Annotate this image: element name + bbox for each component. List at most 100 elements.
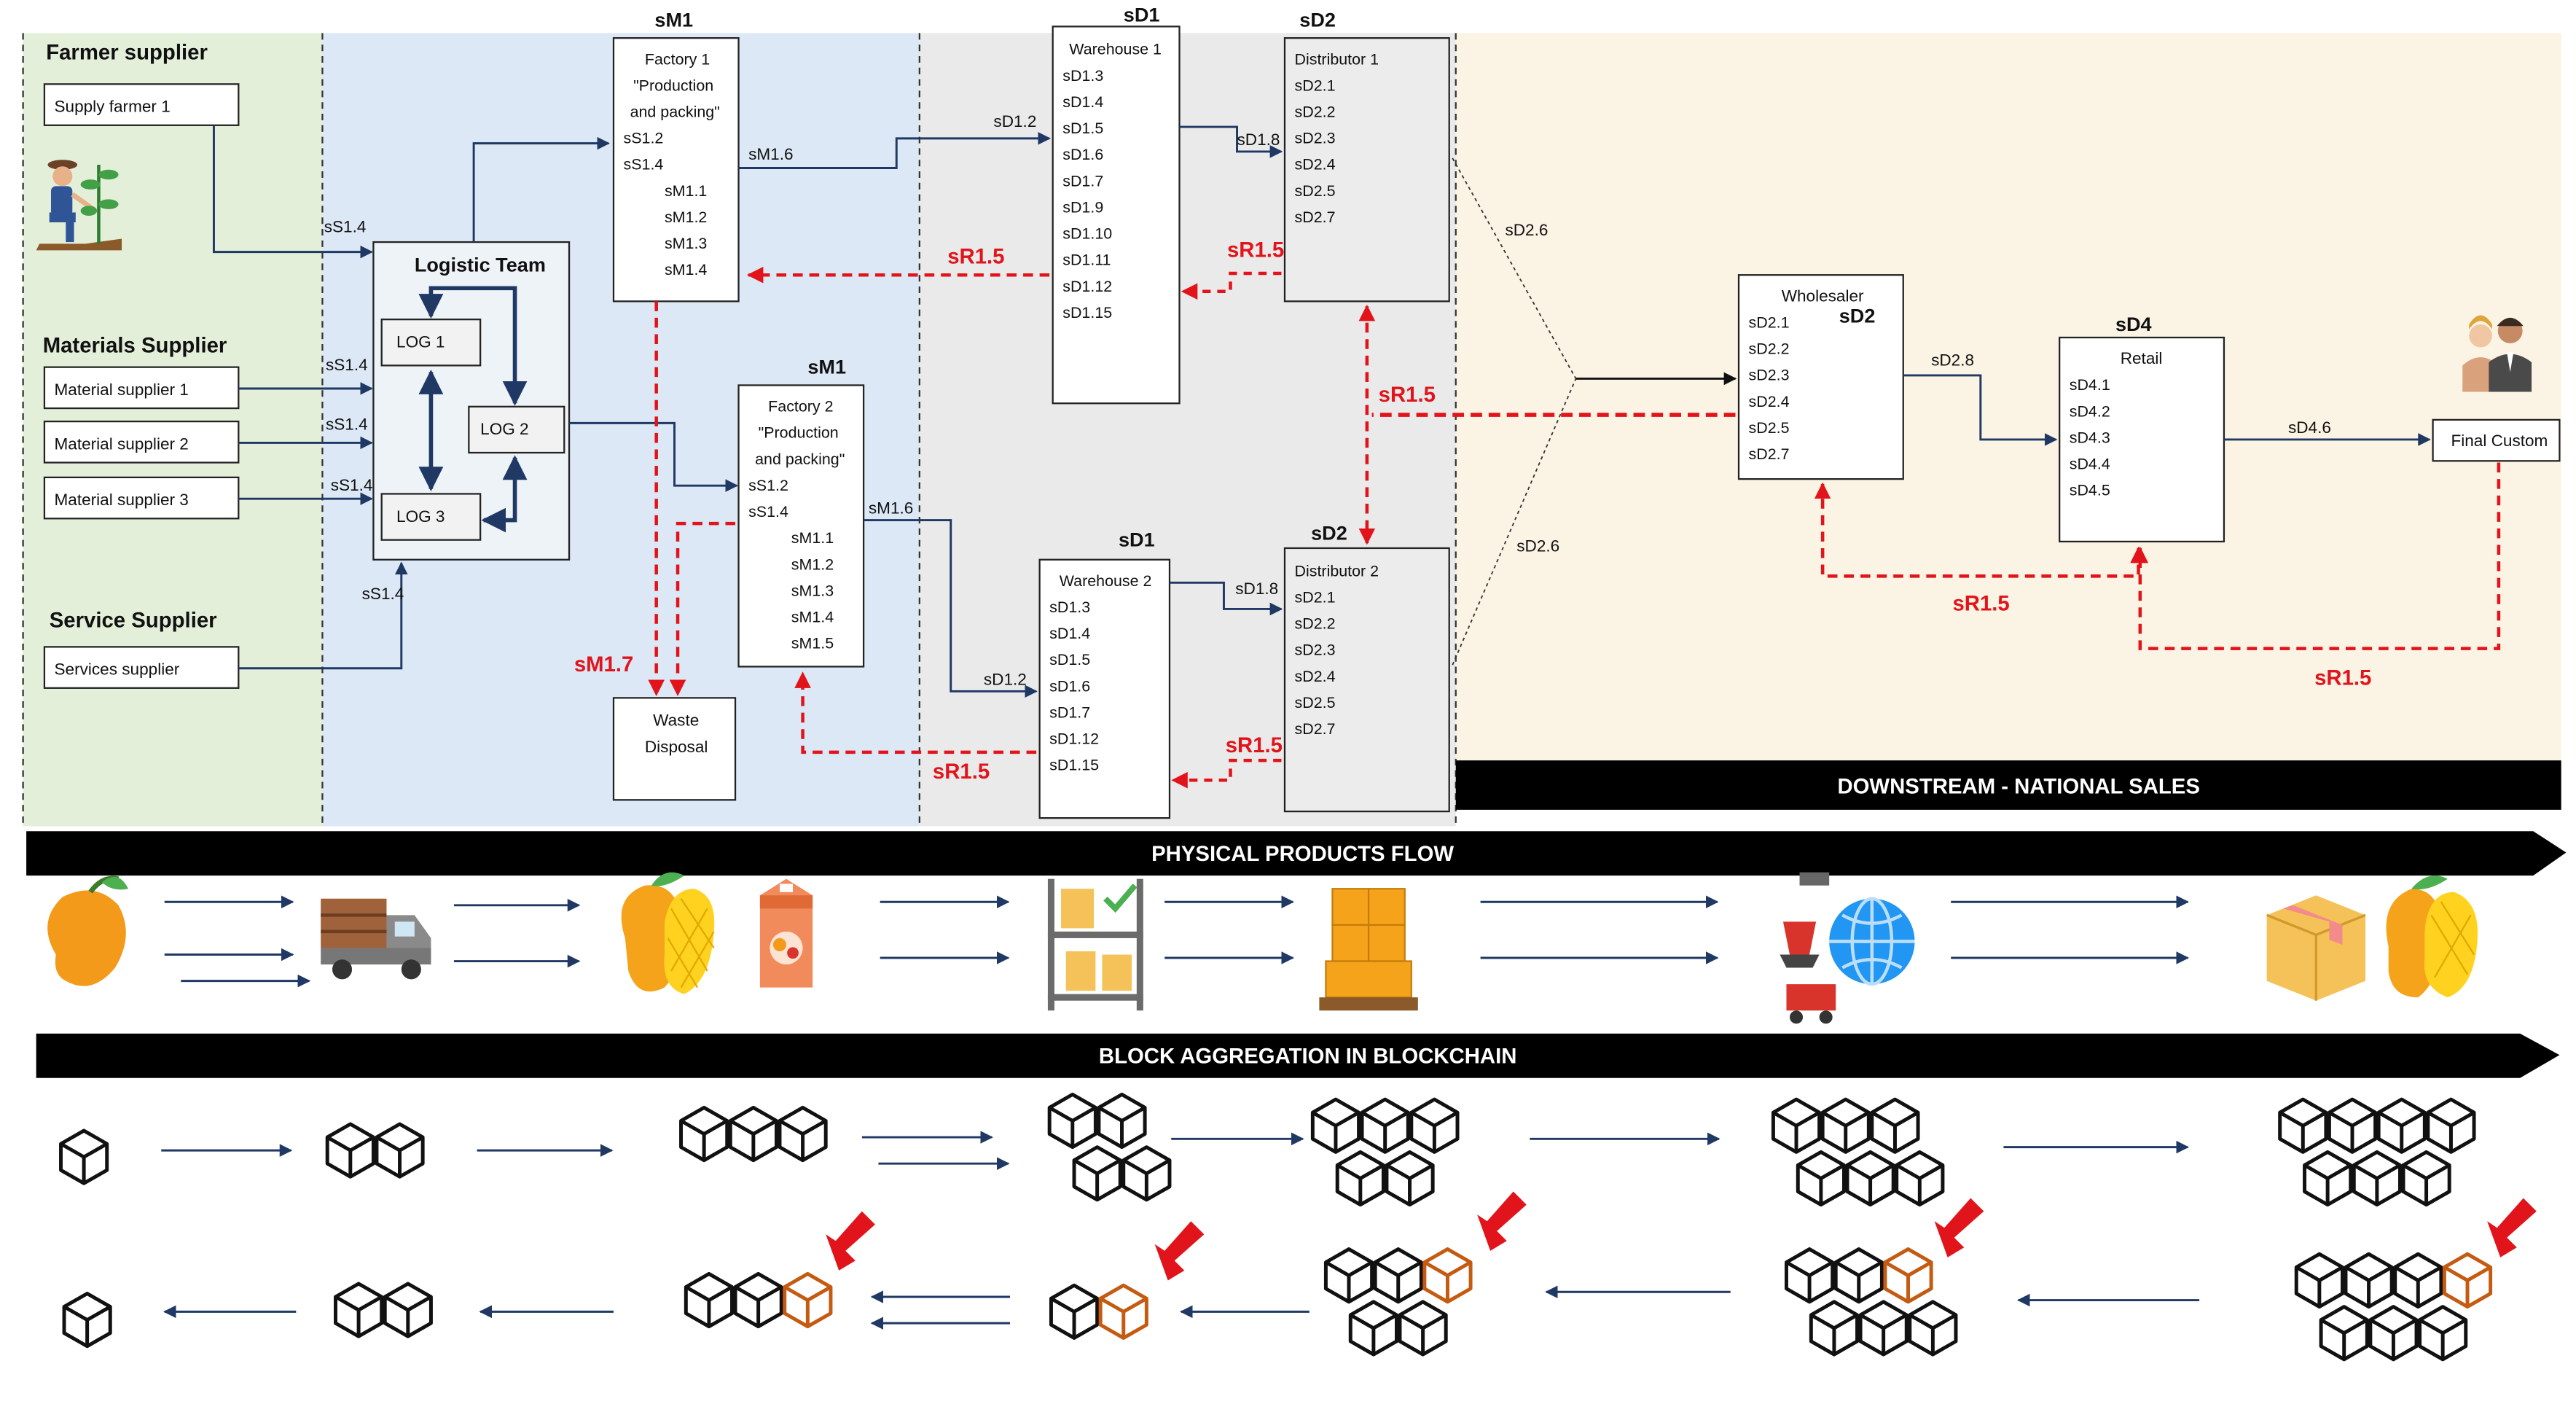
flow-label-sd26-top: sD2.6 <box>1505 221 1548 239</box>
factory1-line-0: Factory 1 <box>645 50 710 68</box>
wholesaler-line-0: sD2.1 <box>1749 313 1790 331</box>
factory2-line-9: sM1.5 <box>791 635 834 652</box>
delivery-truck-icon <box>321 898 431 980</box>
flow-label-ss14-m2: sS1.4 <box>326 415 368 433</box>
block-group-2 <box>327 1124 423 1177</box>
wholesaler-line-4: sD2.5 <box>1749 419 1790 437</box>
block-rev-group-5 <box>1326 1249 1471 1354</box>
factory2-header: sM1 <box>807 356 846 378</box>
wholesaler-line-3: sD2.4 <box>1749 393 1790 410</box>
warehouse1-box <box>1052 26 1181 405</box>
distributor1-line-0: Distributor 1 <box>1295 50 1379 68</box>
flow-label-sr15-c: sR1.5 <box>933 760 990 784</box>
red-pointer-arrow-icon <box>1477 1191 1527 1251</box>
warehouse1-line-10: sD1.15 <box>1062 304 1112 321</box>
factory2-box <box>737 384 865 668</box>
retail-title: Retail <box>2121 349 2163 367</box>
warehouse2-line-0: Warehouse 2 <box>1060 572 1152 590</box>
warehouse1-line-8: sD1.11 <box>1062 251 1111 269</box>
physical-arrows-2 <box>454 898 581 968</box>
flow-label-ss14-m1: sS1.4 <box>326 356 368 374</box>
distributor1-line-6: sD2.7 <box>1295 208 1336 226</box>
flow-label-sd26-bottom: sD2.6 <box>1516 537 1559 555</box>
block-rev-group-7 <box>2296 1254 2490 1359</box>
mango-pair-icon <box>621 872 715 994</box>
waste-disposal-box <box>612 697 737 801</box>
distributor1-line-5: sD2.5 <box>1295 182 1336 200</box>
distributor2-line-4: sD2.4 <box>1295 668 1336 685</box>
material-supplier-3-label: Material supplier 3 <box>54 491 188 509</box>
factory1-line-1: "Production <box>633 77 713 94</box>
factory2-line-4: sS1.4 <box>748 503 788 520</box>
pallet-boxes-icon <box>1319 888 1418 1011</box>
waste-line-1: Disposal <box>645 738 708 756</box>
mango-icon <box>47 875 129 986</box>
services-supplier-label: Services supplier <box>54 660 179 679</box>
factory1-header: sM1 <box>654 8 693 31</box>
flow-label-sm16-top: sM1.6 <box>748 145 793 163</box>
service-supplier-label: Service Supplier <box>50 608 217 632</box>
retail-line-0: sD4.1 <box>2070 376 2110 394</box>
downstream-banner-text: DOWNSTREAM - NATIONAL SALES <box>1837 774 2199 798</box>
warehouse1-line-9: sD1.12 <box>1062 278 1112 295</box>
material-supplier-2-label: Material supplier 2 <box>54 434 188 453</box>
distributor2-header: sD2 <box>1311 522 1347 545</box>
warehouse2-line-7: sD1.15 <box>1049 757 1099 774</box>
log1-label: LOG 1 <box>396 333 445 351</box>
retail-header: sD4 <box>2115 313 2152 335</box>
flow-label-sd12-top: sD1.2 <box>993 112 1036 130</box>
factory1-line-8: sM1.4 <box>665 261 707 278</box>
retail-line-3: sD4.4 <box>2070 456 2110 473</box>
physical-arrows-6 <box>1951 895 2190 964</box>
globe-export-icon <box>1780 872 1915 1024</box>
block-group-1 <box>61 1131 107 1183</box>
wholesaler-box <box>1737 274 1904 480</box>
material-supplier-3-box <box>43 476 240 520</box>
log3-box <box>380 493 482 541</box>
log2-label: LOG 2 <box>480 420 528 438</box>
block-rev-group-2 <box>335 1284 431 1336</box>
factory1-line-3: sS1.2 <box>624 130 664 147</box>
distributor2-line-3: sD2.3 <box>1295 641 1336 659</box>
flow-label-sr15-b: sR1.5 <box>1227 238 1284 262</box>
material-supplier-1-box <box>43 366 240 410</box>
factory2-line-8: sM1.4 <box>791 609 834 626</box>
warehouse-shelf-icon <box>1047 878 1143 1011</box>
logistic-team-title: Logistic Team <box>415 254 546 276</box>
red-pointer-arrow-icon <box>1154 1221 1205 1281</box>
supply-farmer-box <box>43 83 240 126</box>
factory1-box <box>612 37 740 303</box>
wholesaler-code: sD2 <box>1839 305 1876 327</box>
log3-label: LOG 3 <box>396 507 445 526</box>
distributor2-box <box>1283 547 1450 813</box>
warehouse2-line-1: sD1.3 <box>1049 598 1090 616</box>
flow-label-ss14-service: sS1.4 <box>362 585 404 603</box>
wholesaler-line-2: sD2.3 <box>1749 367 1790 384</box>
flow-label-sd46: sD4.6 <box>2288 418 2331 437</box>
flow-label-sm17: sM1.7 <box>574 652 634 676</box>
block-rev-group-3 <box>686 1274 831 1326</box>
wholesaler-line-1: sD2.2 <box>1749 340 1790 358</box>
block-group-4 <box>1049 1094 1170 1199</box>
material-supplier-2-box <box>43 420 240 464</box>
warehouse1-line-0: Warehouse 1 <box>1069 41 1162 58</box>
flow-label-sd18-top: sD1.8 <box>1237 130 1280 149</box>
block-group-6 <box>1773 1099 1943 1204</box>
block-rev-group-1 <box>64 1294 110 1346</box>
warehouse2-box <box>1038 558 1171 819</box>
flow-label-sd12-bottom: sD1.2 <box>984 670 1027 688</box>
downstream-banner <box>1455 760 2561 810</box>
flow-label-sr15-e: sR1.5 <box>1379 383 1436 407</box>
warehouse2-line-2: sD1.4 <box>1049 625 1090 642</box>
distributor2-line-1: sD2.1 <box>1295 588 1336 606</box>
warehouse1-line-5: sD1.7 <box>1062 172 1103 190</box>
factory2-line-6: sM1.2 <box>791 555 834 573</box>
log2-box <box>468 405 565 454</box>
factory2-line-0: Factory 2 <box>768 398 833 416</box>
wholesaler-line-5: sD2.7 <box>1749 445 1790 463</box>
material-supplier-1-label: Material supplier 1 <box>54 381 188 399</box>
physical-flow-banner <box>26 831 2567 876</box>
warehouse1-line-6: sD1.9 <box>1062 198 1103 216</box>
final-customer-box <box>2432 418 2561 462</box>
